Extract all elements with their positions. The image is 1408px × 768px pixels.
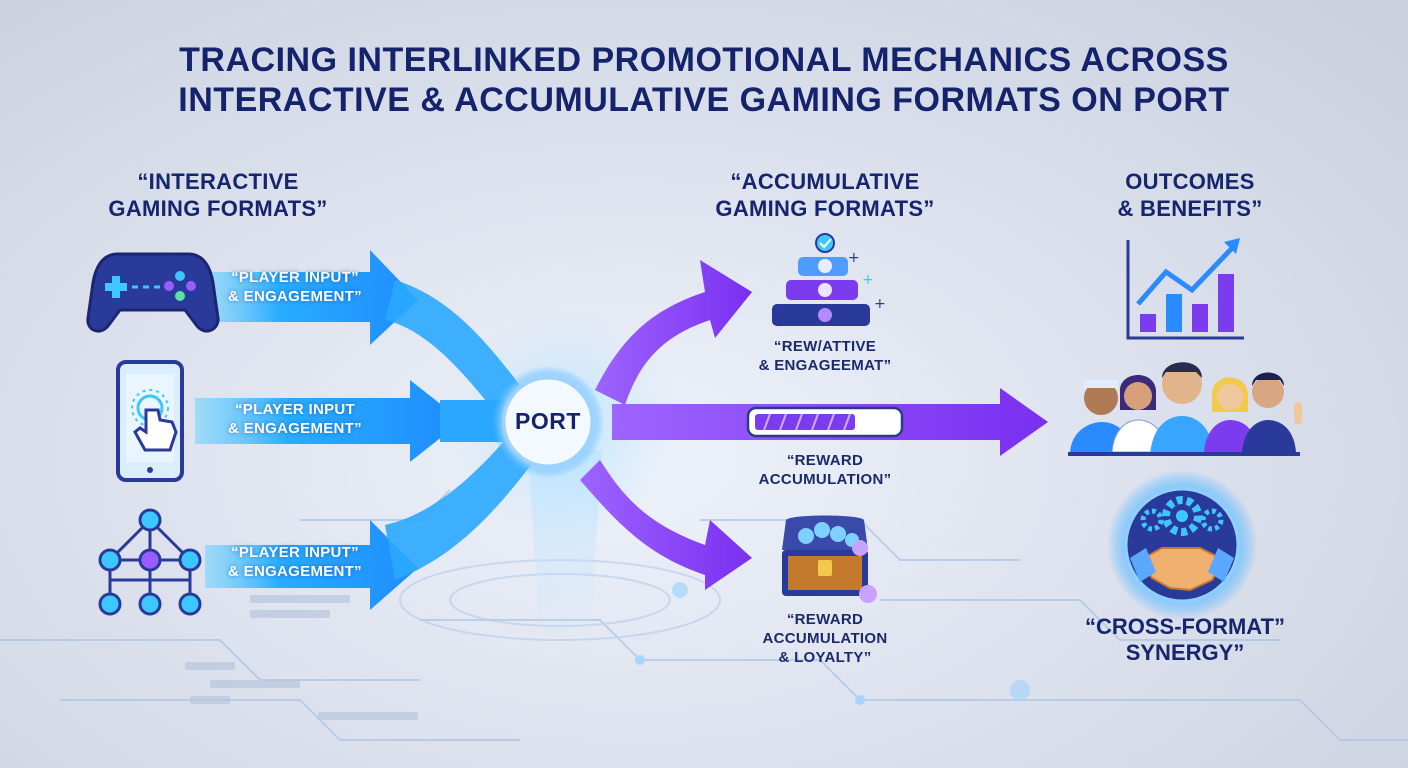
input-label-smartphone: “PLAYER INPUT & ENGAGEMENT”	[205, 400, 385, 438]
tier-pyramid-icon: + + +	[772, 233, 886, 326]
accumulative-formats-heading: “ACCUMULATIVE GAMING FORMATS”	[680, 168, 970, 222]
accumulative-label-line-3: & LOYALTY”	[778, 649, 872, 666]
page-title-line-2: INTERACTIVE & ACCUMULATIVE GAMING FORMAT…	[178, 81, 1230, 119]
accumulative-heading-line-1: “ACCUMULATIVE	[730, 169, 920, 194]
synergy-label-line-2: SYNERGY”	[1125, 640, 1245, 665]
treasure-chest-icon	[782, 515, 877, 603]
input-label-controller: “PLAYER INPUT” & ENGAGEMENT”	[210, 268, 380, 306]
outcomes-heading-line-1: OUTCOMES	[1125, 169, 1255, 194]
accumulative-label-chest: “REWARD ACCUMULATION & LOYALTY”	[735, 610, 915, 667]
synergy-label-line-1: “CROSS-FORMAT”	[1084, 614, 1286, 639]
input-arrow-middle	[195, 380, 462, 462]
accumulative-label-line-1: “REWARD	[786, 611, 864, 628]
gears-handshake-icon	[1124, 487, 1240, 603]
outcomes-heading-line-2: & BENEFITS”	[1117, 196, 1263, 221]
port-hub-label: PORT	[515, 408, 581, 434]
accumulative-label-line-2: ACCUMULATION”	[758, 471, 892, 488]
outcomes-heading: OUTCOMES & BENEFITS”	[1080, 168, 1300, 222]
accumulative-label-line-1: “REWARD	[786, 452, 864, 469]
input-label-line-2: & ENGAGEMENT”	[228, 288, 362, 305]
progress-bar-icon	[746, 406, 904, 438]
input-label-line-1: “PLAYER INPUT”	[231, 544, 359, 561]
growth-chart-icon	[1126, 238, 1244, 340]
ui-panels-background	[185, 595, 418, 720]
accumulative-label-line-2: & ENGAGEEMAT”	[758, 357, 892, 374]
accumulative-label-tier: “REW/ATTIVE & ENGAGEEMAT”	[735, 337, 915, 375]
players-group-icon	[1068, 362, 1302, 456]
accumulative-label-line-2: ACCUMULATION	[762, 630, 888, 647]
synergy-label: “CROSS-FORMAT” SYNERGY”	[1060, 614, 1310, 666]
output-arrow-down	[580, 460, 752, 590]
input-arrow-bottom	[205, 520, 418, 610]
input-curve-bottom	[385, 440, 535, 580]
svg-text:+: +	[862, 272, 874, 288]
interactive-formats-heading: “INTERACTIVE GAMING FORMATS”	[78, 168, 358, 222]
input-label-line-2: & ENGAGEMENT”	[228, 563, 362, 580]
interactive-heading-line-2: GAMING FORMATS”	[108, 196, 328, 221]
input-label-network: “PLAYER INPUT” & ENGAGEMENT”	[210, 543, 380, 581]
input-arrow-top	[205, 250, 418, 345]
accumulative-label-line-1: “REW/ATTIVE	[773, 338, 877, 355]
svg-text:+: +	[848, 250, 860, 266]
port-hub-core	[502, 376, 594, 468]
interactive-flow-arrows	[195, 250, 535, 610]
network-nodes-icon	[98, 508, 202, 616]
input-curve-top	[385, 280, 535, 425]
smartphone-tap-icon	[116, 360, 184, 482]
input-label-line-1: “PLAYER INPUT”	[231, 269, 359, 286]
game-controller-icon	[86, 252, 220, 333]
accumulative-label-progress: “REWARD ACCUMULATION”	[735, 451, 915, 489]
input-label-line-2: & ENGAGEMENT”	[228, 420, 362, 437]
page-title-line-1: TRACING INTERLINKED PROMOTIONAL MECHANIC…	[179, 41, 1229, 79]
output-arrow-up	[595, 260, 752, 405]
accumulative-heading-line-2: GAMING FORMATS”	[715, 196, 935, 221]
svg-text:+: +	[874, 296, 886, 312]
interactive-heading-line-1: “INTERACTIVE	[137, 169, 299, 194]
input-label-line-1: “PLAYER INPUT	[234, 401, 356, 418]
